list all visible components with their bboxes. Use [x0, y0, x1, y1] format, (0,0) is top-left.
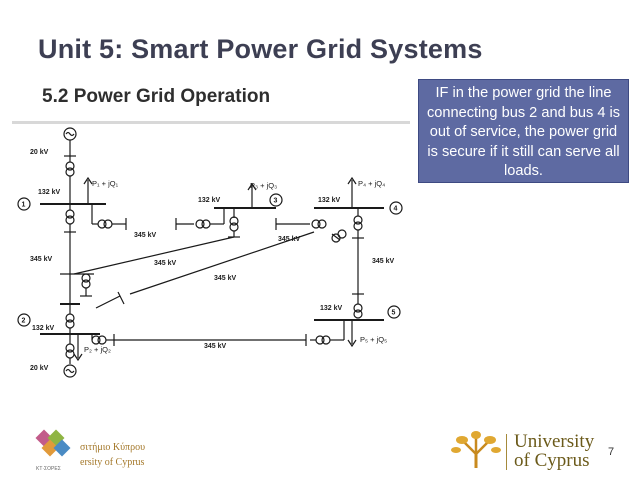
- voltage-label: 345 kV: [214, 275, 237, 282]
- slide-title: Unit 5: Smart Power Grid Systems: [38, 34, 483, 64]
- voltage-label: 20 kV: [30, 149, 49, 156]
- logo-separator: [506, 434, 507, 470]
- bus-1-number: 1: [22, 202, 26, 209]
- voltage-label: 345 kV: [134, 232, 157, 239]
- university-tree-logo: [451, 431, 501, 468]
- voltage-label: 132 kV: [38, 189, 61, 196]
- load-label-p4: P₄ + jQ₄: [358, 179, 385, 188]
- bus-4-number: 4: [394, 206, 398, 213]
- university-name-line1: University: [514, 431, 595, 452]
- bus-4-marker: [389, 201, 403, 215]
- bus-2-number: 2: [22, 318, 26, 325]
- callout-box: IF in the power grid the line connecting…: [418, 79, 629, 183]
- generator-bottom-icon: [63, 364, 77, 378]
- load-label-p1: P₁ + jQ₁: [92, 179, 119, 188]
- voltage-label: 132 kV: [318, 197, 341, 204]
- left-logo-line2: ersity of Cyprus: [80, 457, 145, 468]
- voltage-label: 132 kV: [198, 197, 221, 204]
- bus-5-marker: [387, 305, 401, 319]
- voltage-label: 132 kV: [320, 305, 343, 312]
- load-label-p3: P₃ + jQ₃: [250, 181, 277, 190]
- voltage-label: 132 kV: [32, 325, 55, 332]
- bus-1-marker: [17, 197, 31, 211]
- page-number: 7: [608, 446, 615, 458]
- power-grid-diagram: 1 2 3 4 5 20 kV 20 kV 132 kV 132 kV 132 …: [17, 127, 403, 378]
- slide-subtitle: 5.2 Power Grid Operation: [42, 86, 271, 107]
- left-logo-caption: ΚΤ·ΣΟΡΕΣ: [36, 466, 61, 472]
- university-name-line2: of Cyprus: [514, 450, 590, 471]
- left-logo-line1: σιτήμιο Κύπρου: [80, 442, 146, 453]
- university-name: University of Cyprus: [514, 432, 594, 470]
- voltage-label: 345 kV: [204, 343, 227, 350]
- load-label-p2: P₂ + jQ₂: [84, 345, 111, 354]
- university-crest-logo: ΚΤ·ΣΟΡΕΣ: [35, 429, 71, 472]
- load-label-p5: P₅ + jQ₅: [360, 335, 387, 344]
- voltage-label: 345 kV: [30, 256, 53, 263]
- bus-5-number: 5: [392, 310, 396, 317]
- voltage-label: 345 kV: [154, 260, 177, 267]
- divider-line: [12, 121, 410, 124]
- left-logo-text: σιτήμιο Κύπρου ersity of Cyprus: [80, 440, 145, 470]
- bus-2-marker: [17, 313, 31, 327]
- bus-3-marker: [269, 193, 283, 207]
- voltage-label: 345 kV: [278, 236, 301, 243]
- voltage-label: 345 kV: [372, 258, 395, 265]
- voltage-label: 20 kV: [30, 365, 49, 372]
- bus-3-number: 3: [274, 198, 278, 205]
